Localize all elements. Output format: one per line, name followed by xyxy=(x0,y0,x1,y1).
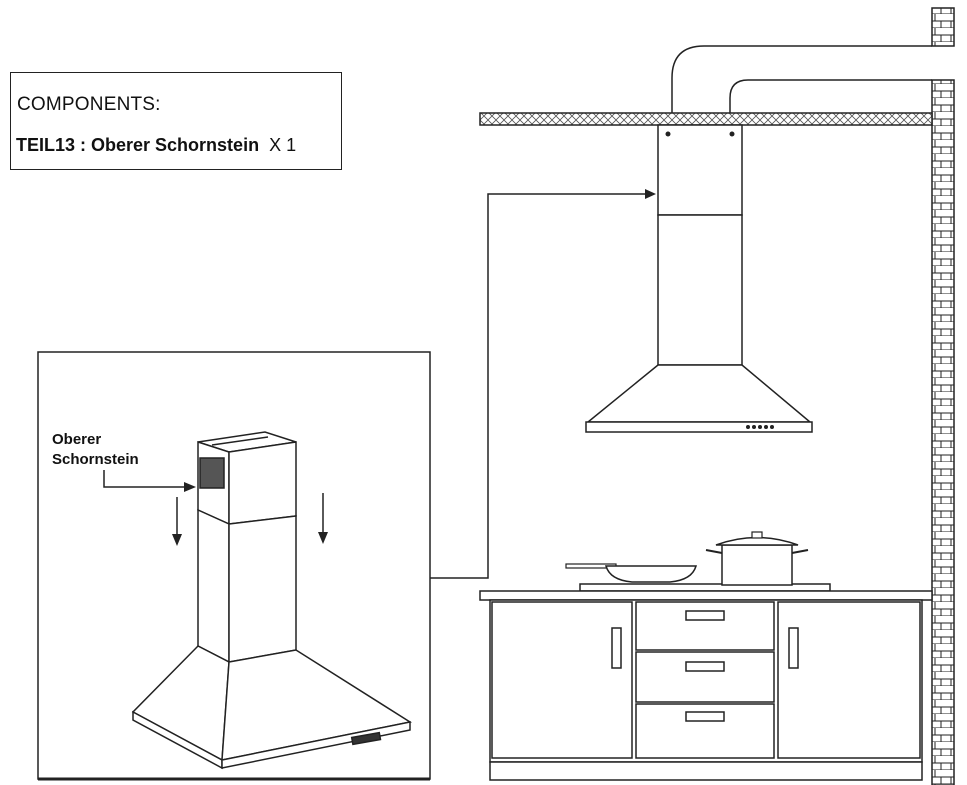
lower-chimney xyxy=(657,214,743,366)
detail-view xyxy=(37,351,431,781)
components-part-line: TEIL13 : Oberer Schornstein X 1 xyxy=(16,135,296,156)
control-buttons xyxy=(746,425,774,429)
detail-upper-chimney xyxy=(197,431,297,526)
detail-lower-chimney xyxy=(197,508,297,664)
arrow-down-icon xyxy=(318,493,328,544)
kitchen-cabinets xyxy=(489,599,923,781)
frying-pan xyxy=(565,563,697,583)
cooking-pot xyxy=(705,531,809,586)
ceiling-slab xyxy=(479,112,933,126)
brick-wall xyxy=(931,7,955,785)
exhaust-duct xyxy=(671,45,932,113)
components-quantity: X 1 xyxy=(269,135,297,155)
hood-canopy xyxy=(585,364,813,433)
detail-label-line1: Oberer xyxy=(52,431,102,448)
components-part-name: TEIL13 : Oberer Schornstein xyxy=(16,135,260,155)
arrow-down-icon xyxy=(172,497,182,546)
detail-label-line2: Schornstein xyxy=(52,451,139,468)
countertop xyxy=(479,590,933,601)
detail-part-label: Oberer Schornstein xyxy=(52,430,139,470)
pointer-arrow-icon xyxy=(103,470,196,492)
pointer-arrow-icon xyxy=(430,189,656,579)
components-title: COMPONENTS: xyxy=(17,94,161,115)
detail-hood-canopy xyxy=(131,645,412,770)
upper-chimney xyxy=(657,124,743,216)
components-box: COMPONENTS: TEIL13 : Oberer Schornstein X… xyxy=(10,72,342,170)
